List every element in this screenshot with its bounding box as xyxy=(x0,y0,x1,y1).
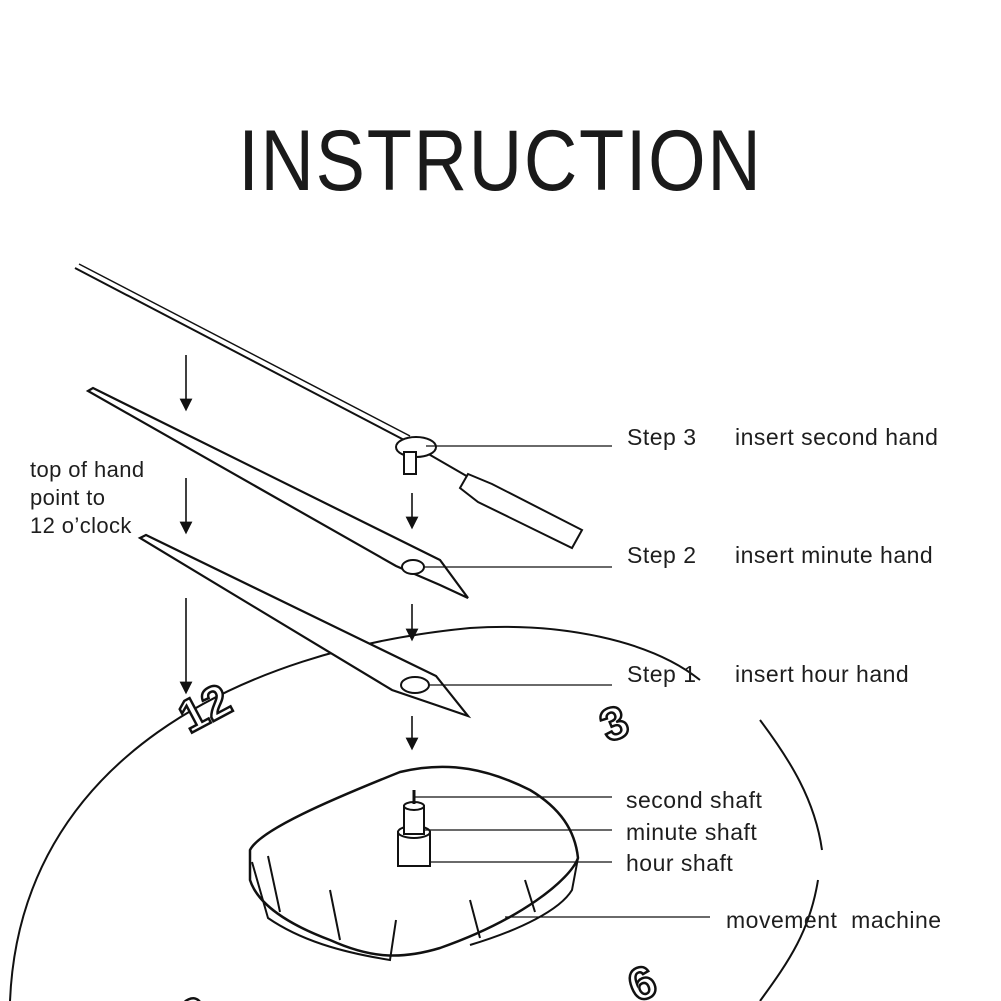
step-2-label: Step 2 xyxy=(627,542,697,568)
minute-hand xyxy=(85,386,469,599)
dial-numeral-9: 9 xyxy=(171,985,217,1001)
clock-face-outline-right-lower xyxy=(759,879,819,1001)
minute-shaft-label: minute shaft xyxy=(626,819,758,845)
orientation-note-line-2: point to xyxy=(30,485,106,510)
step-2-action: insert minute hand xyxy=(735,542,934,568)
hour-hand xyxy=(137,533,472,719)
dial-numeral-3-text: 3 xyxy=(592,694,635,752)
orientation-note-line-3: 12 o’clock xyxy=(30,513,132,538)
hour-shaft-label: hour shaft xyxy=(626,850,734,876)
dial-numeral-12: 12 xyxy=(168,672,240,744)
second-hand xyxy=(74,263,584,550)
orientation-note-line-1: top of hand xyxy=(30,457,145,482)
movement-machine-label: movement machine xyxy=(726,907,942,933)
movement-machine xyxy=(248,765,580,962)
dial-numeral-3: 3 xyxy=(591,693,637,753)
dial-numeral-12-text: 12 xyxy=(170,673,240,743)
step-1-action: insert hour hand xyxy=(735,661,910,687)
page-title: INSTRUCTION xyxy=(238,113,763,209)
dial-numeral-6-text: 6 xyxy=(620,954,663,1001)
down-arrows xyxy=(179,355,419,751)
second-shaft-label: second shaft xyxy=(626,787,763,813)
dial-numeral-6: 6 xyxy=(619,953,665,1001)
step-3-label: Step 3 xyxy=(627,424,697,450)
step-1-label: Step 1 xyxy=(627,661,697,687)
step-3-action: insert second hand xyxy=(735,424,939,450)
leader-lines xyxy=(414,445,710,918)
clock-face-outline-right xyxy=(759,719,823,851)
dial-numeral-9-text: 9 xyxy=(172,986,215,1001)
orientation-note: top of hand point to 12 o’clock xyxy=(30,456,145,540)
